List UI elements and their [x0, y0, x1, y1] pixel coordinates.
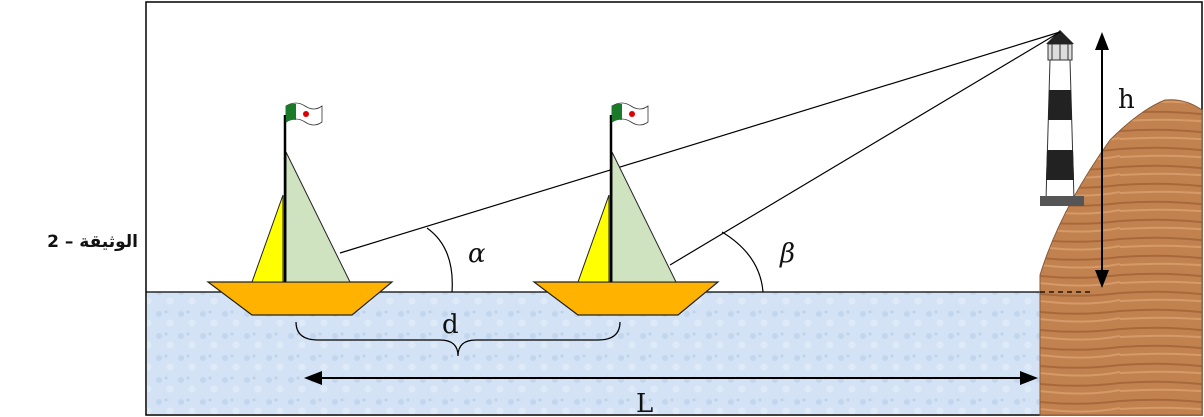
alpha-label: α	[468, 239, 486, 269]
h-label: h	[1118, 85, 1135, 115]
distance-L-arrow	[304, 371, 1038, 385]
sailboat-1	[206, 102, 394, 316]
sight-line-boat2	[669, 31, 1061, 266]
distance-d-brace	[295, 321, 621, 357]
cliff	[1039, 99, 1203, 416]
document-label: الوثيقة – 2	[47, 232, 138, 252]
height-h-arrow	[1095, 32, 1109, 288]
lighthouse	[1040, 30, 1084, 206]
angle-alpha-arc	[426, 227, 453, 293]
L-label: L	[636, 389, 653, 417]
angle-beta-arc	[721, 231, 764, 293]
beta-label: β	[779, 239, 795, 269]
d-label: d	[442, 310, 459, 340]
sight-line-boat1	[339, 31, 1061, 254]
sailboat-2	[532, 102, 720, 316]
